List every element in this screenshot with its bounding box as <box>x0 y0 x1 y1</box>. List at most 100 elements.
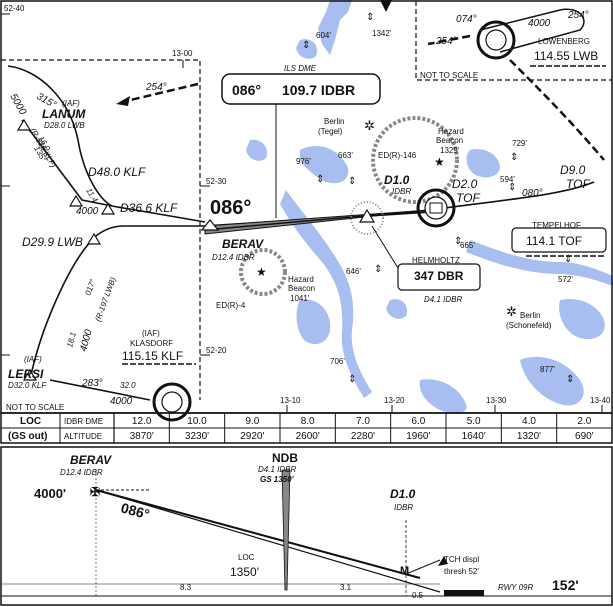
berav-fix <box>200 219 220 231</box>
water-bodies <box>246 0 613 414</box>
lersi-fix <box>22 368 38 381</box>
spot-elev-729: 729' <box>512 139 527 148</box>
svg-text:⇕: ⇕ <box>366 12 374 23</box>
berav-dist: D12.4 IDBR <box>212 253 255 262</box>
lat-label-52-20: 52-20 <box>206 346 227 355</box>
table-dme-cell: 7.0 <box>356 416 370 427</box>
profile-maltese-cross: ✠ <box>90 485 100 499</box>
berav-name: BERAV <box>222 237 264 251</box>
hazard-left-label1: Hazard <box>288 275 314 284</box>
d29-fix <box>86 232 102 245</box>
klasdorf-name: KLASDORF <box>130 339 173 348</box>
lake-northeast <box>466 149 500 178</box>
profile-alt-4000: 4000' <box>34 486 66 501</box>
hazard-right-label1: Hazard <box>438 127 464 136</box>
tempelhof-name: TEMPELHOF <box>532 221 581 230</box>
table-head-alt: ALTITUDE <box>64 432 102 441</box>
lowenberg-outbound: 254° <box>567 10 589 21</box>
table-alt-cell: 1960' <box>406 431 430 442</box>
klasdorf-iaf: (IAF) <box>142 329 160 338</box>
lowenberg-racetrack <box>479 8 585 53</box>
dme-table: LOC IDBR DME (GS out) ALTITUDE 12.03870'… <box>1 413 612 443</box>
d48-label: D48.0 KLF <box>88 165 146 179</box>
profile-ndb-dist: D4.1 IDBR <box>258 465 296 474</box>
spot-elev-663: 663' <box>338 151 353 160</box>
lake-southeast <box>520 356 584 406</box>
ils-header: ILS DME <box>284 64 317 73</box>
lowenberg-inbound-dashed <box>427 34 471 46</box>
lowenberg-freq: 114.55 LWB <box>534 49 598 63</box>
table-alt-cell: 1640' <box>462 431 486 442</box>
final-course-label: 086° <box>210 197 251 219</box>
lake-small-2 <box>386 299 408 319</box>
profile-seg-83: 8.3 <box>180 583 192 592</box>
lersi-iaf: (IAF) <box>24 355 42 364</box>
lanum-leg-dist: 5000 <box>7 92 28 117</box>
profile-seg-31: 3.1 <box>340 583 352 592</box>
schonefeld-airport-icon: ✲ <box>506 304 517 319</box>
lon-label-13-40: 13-40 <box>590 396 611 405</box>
edr-146-area <box>371 116 459 204</box>
svg-text:⇕: ⇕ <box>566 374 574 385</box>
lat-label-52-40: 52-40 <box>4 4 25 13</box>
tegel-airport-icon: ✲ <box>364 118 375 133</box>
course-080: 080° <box>522 188 543 199</box>
d36-to-final <box>111 205 206 223</box>
lanum-inbound-course: 254° <box>145 82 167 93</box>
lanum-iaf: (IAF) <box>62 99 80 108</box>
table-head-gs: (GS out) <box>8 431 47 442</box>
helmholtz-ndb <box>350 201 384 235</box>
ils-course: 086° <box>232 82 261 98</box>
wannsee <box>296 299 331 345</box>
table-alt-cell: 690' <box>575 431 594 442</box>
d36-label: D36.6 KLF <box>120 201 178 215</box>
profile-berav-dist: D12.4 IDBR <box>60 468 103 477</box>
lanum-name: LANUM <box>42 107 86 121</box>
d2-name: D2.0 <box>452 177 478 191</box>
hazard-right-label2: Beacon <box>436 136 463 145</box>
schonefeld-line1: Berlin <box>520 311 540 320</box>
table-dme-cell: 5.0 <box>467 416 481 427</box>
fix-markers <box>16 118 220 381</box>
alt-4000-c: 4000 <box>110 396 133 407</box>
profile-view: ✠ M <box>1 469 612 597</box>
tempelhof-box: TEMPELHOF 114.1 TOF <box>511 221 607 257</box>
d2-ref: TOF <box>456 191 480 205</box>
lanum-arc <box>7 65 113 207</box>
profile-ndb-name: NDB <box>272 451 298 465</box>
helmholtz-box: HELMHOLTZ 347 DBR D4.1 IDBR <box>371 225 481 304</box>
profile-rwy-elev: 152' <box>552 577 579 593</box>
klasdorf-vor <box>152 382 192 422</box>
leg-32: 32.0 <box>120 381 136 390</box>
lanum-dist: D28.0 LWB <box>44 121 85 130</box>
lon-label-13-20: 13-20 <box>384 396 405 405</box>
spot-elev-594: 594' <box>500 175 515 184</box>
lake-small-3 <box>296 39 318 59</box>
not-to-scale-right: NOT TO SCALE <box>420 71 478 80</box>
spot-elev-604: 604' <box>316 31 331 40</box>
profile-arrow-icon <box>438 556 448 566</box>
svg-text:⇕: ⇕ <box>348 176 356 187</box>
muggelsee <box>559 298 605 340</box>
profile-m-marker: M <box>400 565 409 577</box>
obstacle-markers: ⇕⇕⇕⇕ ⇕⇕⇕⇕ ⇕⇕⇕ <box>302 12 574 385</box>
spot-elev-877: 877' <box>540 365 555 374</box>
profile-d1-name: D1.0 <box>390 487 416 501</box>
d9-ref: TOF <box>566 177 590 191</box>
lake-north <box>318 0 352 55</box>
d9-name: D9.0 <box>560 163 586 177</box>
leg-18-1: 18.1 <box>65 331 78 348</box>
lowenberg-inbound: 074° <box>456 14 477 25</box>
spot-elev-665: 665' <box>460 241 475 250</box>
spree-east <box>466 240 613 286</box>
lowenberg-course-254: 254° <box>435 36 457 47</box>
profile-seg-05: 0.5 <box>412 591 424 600</box>
d29-label: D29.9 LWB <box>22 235 83 249</box>
table-head-dme: IDBR DME <box>64 417 103 426</box>
lowenberg-route-dashed <box>509 59 605 161</box>
edr-146-label: ED(R)-146 <box>378 151 417 160</box>
course-283: 283° <box>81 378 103 389</box>
table-dme-cell: 8.0 <box>301 416 315 427</box>
tegel-line1: Berlin <box>324 117 344 126</box>
hazard-beacon-right-star: ★ <box>434 155 445 169</box>
